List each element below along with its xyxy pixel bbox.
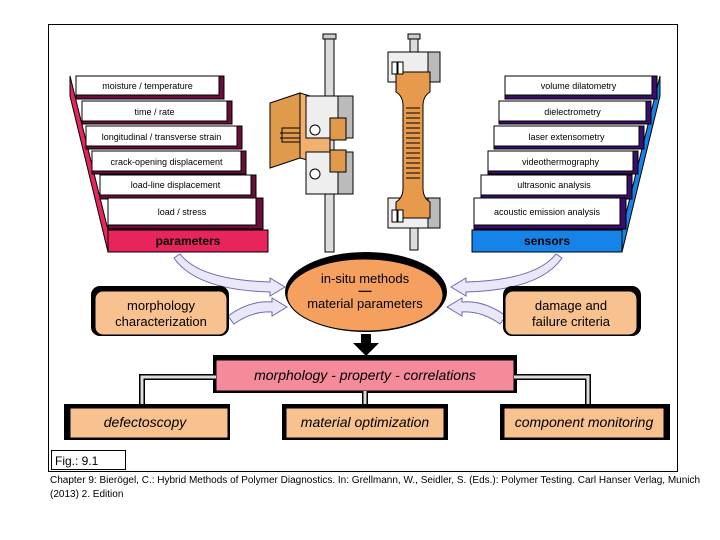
sensor-label: laser extensometry [528,132,605,142]
parameter-label: longitudinal / transverse strain [101,132,222,142]
parameter-label: time / rate [134,107,175,117]
flow-arrows [173,253,563,325]
parameter-label: load-line displacement [130,180,221,190]
sensors-stack [471,75,661,253]
damage-box [504,290,638,336]
parameters-stack [69,75,269,253]
arrow-sensors-to-center [450,253,563,297]
sensors-title: sensors [523,234,571,248]
parameters-base [107,229,269,253]
center-dash: — [358,283,372,298]
sensor-label: acoustic emission analysis [493,207,601,217]
defectoscopy-box [69,407,229,439]
sensor-label: dielectrometry [544,107,601,117]
arrow-center-to-damage [446,297,507,325]
down-arrow-stem [361,334,371,344]
sensor-label: ultrasonic analysis [517,180,591,190]
figure-label: Fig.: 9.1 [51,450,126,470]
correlations-box [215,359,515,392]
correlations-text: morphology - property - correlations [254,367,476,383]
parameter-label: crack-opening displacement [110,157,223,167]
fracture-specimen-illustration [269,33,354,253]
parameter-label: load / stress [157,207,207,217]
morphology-box [94,290,228,336]
morphology-line-2: characterization [115,314,207,329]
figure-frame [48,24,678,472]
optimization-box [285,407,445,439]
sensor-label: volume dilatometry [540,81,617,91]
sensors-base [471,229,623,253]
figure-caption: Chapter 9: Bierögel, C.: Hybrid Methods … [50,475,701,500]
morphology-line-1: morphology [127,298,195,313]
damage-line-2: failure criteria [531,314,611,329]
output-material-optimization: material optimization [300,414,430,430]
arrow-parameters-to-center [173,253,286,297]
center-line-2: material parameters [307,296,423,311]
down-arrow-head [353,343,379,356]
monitoring-box [503,407,665,439]
output-defectoscopy: defectoscopy [103,414,187,430]
center-ellipse [286,258,444,332]
arrow-center-to-morphology [227,297,288,325]
parameter-label: moisture / temperature [102,81,193,91]
sensor-label: videothermography [521,157,600,167]
damage-line-1: damage and [534,298,608,313]
tensile-specimen-illustration [387,33,441,251]
center-line-1: in-situ methods [320,271,410,286]
parameters-title: parameters [155,234,221,248]
output-component-monitoring: component monitoring [514,414,654,430]
